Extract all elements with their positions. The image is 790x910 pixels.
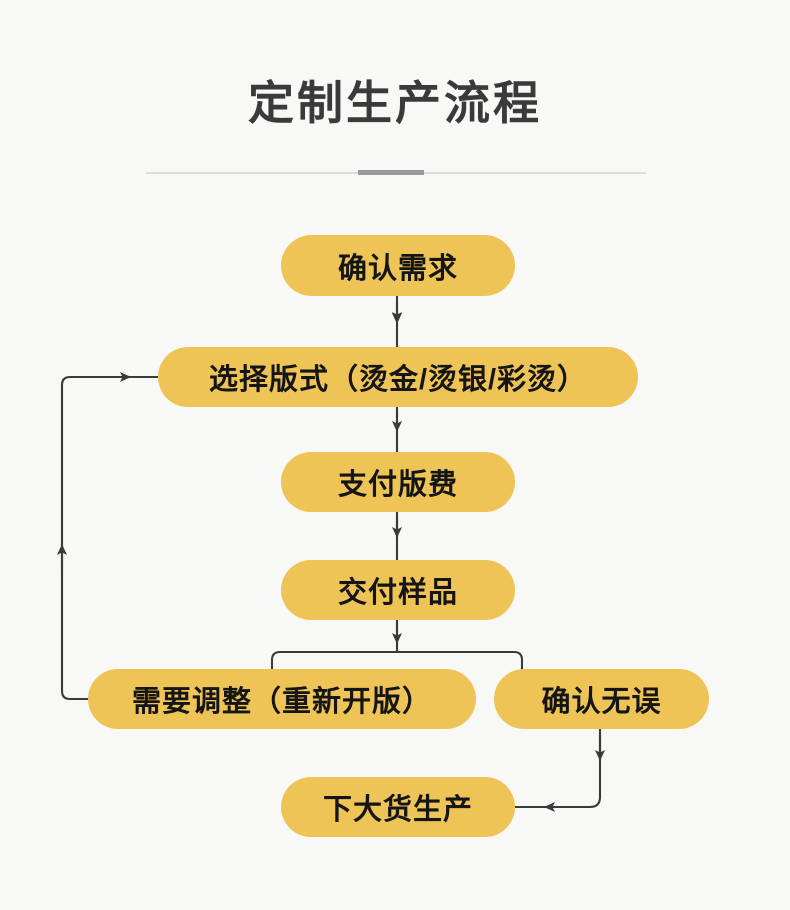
node-label: 确认需求 — [337, 252, 458, 285]
node-label: 交付样品 — [337, 577, 458, 609]
divider-center-accent — [358, 170, 424, 175]
node-deliver-sample[interactable]: 交付样品 — [281, 560, 515, 620]
page-title: 定制生产流程 — [248, 77, 542, 129]
node-label: 支付版费 — [337, 469, 458, 501]
node-mass-production[interactable]: 下大货生产 — [281, 777, 515, 837]
node-label: 确认无误 — [541, 686, 662, 718]
node-label: 需要调整（重新开版） — [131, 686, 432, 718]
node-pay-plate-fee[interactable]: 支付版费 — [281, 452, 515, 512]
node-select-style[interactable]: 选择版式（烫金/烫银/彩烫） — [158, 347, 638, 407]
edge-needadjust-selectstyle-loop — [60, 375, 118, 701]
title-divider — [146, 170, 646, 176]
node-label: 选择版式（烫金/烫银/彩烫） — [208, 364, 588, 396]
edge-confirmok-massprod — [530, 729, 602, 809]
node-confirmed-ok[interactable]: 确认无误 — [494, 669, 709, 729]
node-label: 下大货生产 — [322, 794, 473, 826]
node-need-adjustment[interactable]: 需要调整（重新开版） — [88, 669, 476, 729]
node-confirm-requirements[interactable]: 确认需求 — [281, 235, 515, 296]
